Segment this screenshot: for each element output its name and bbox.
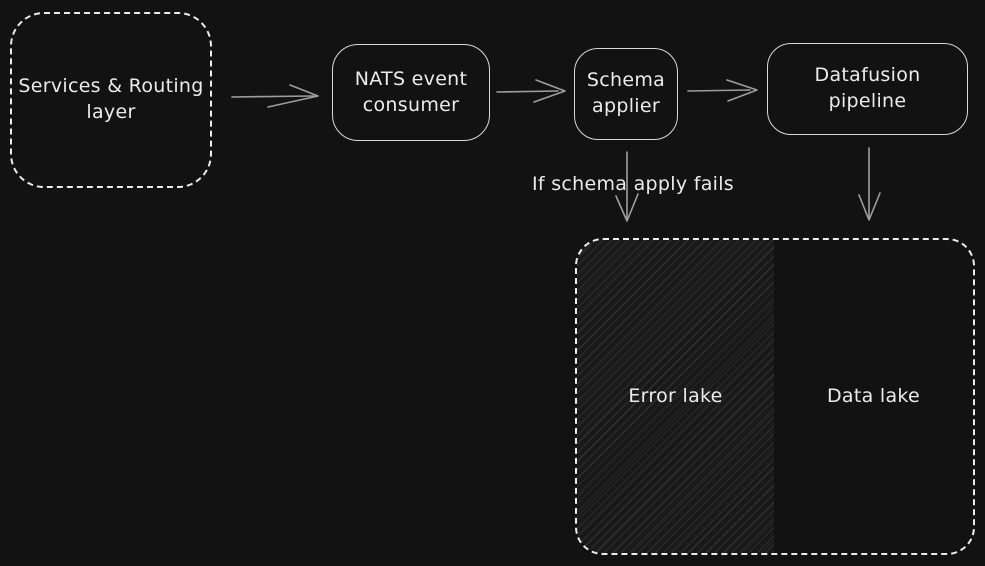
arrow-datafusion-to-data-lake [858, 147, 881, 221]
node-lake-container: Error lake Data lake [575, 238, 975, 555]
node-services-routing-layer-label: Services & Routing layer [18, 75, 204, 123]
node-error-lake-label: Error lake [628, 384, 723, 407]
node-schema-applier-label: Schema applier [586, 69, 666, 117]
edge-label-schema-apply-fails: If schema apply fails [531, 173, 734, 195]
node-data-lake-label: Data lake [826, 384, 921, 407]
arrow-services-to-nats [231, 84, 319, 108]
node-nats-event-consumer-label: NATS event consumer [354, 67, 468, 116]
node-datafusion-pipeline-label: Datafusion pipeline [814, 64, 921, 112]
node-nats-event-consumer: NATS event consumer [332, 44, 490, 141]
node-datafusion-pipeline: Datafusion pipeline [767, 43, 968, 135]
node-services-routing-layer: Services & Routing layer [10, 12, 212, 188]
arrow-schema-to-datafusion [687, 79, 758, 102]
arrow-nats-to-schema [496, 79, 566, 103]
node-data-lake: Data lake [774, 240, 973, 553]
node-error-lake: Error lake [577, 240, 774, 553]
node-schema-applier: Schema applier [574, 48, 678, 140]
